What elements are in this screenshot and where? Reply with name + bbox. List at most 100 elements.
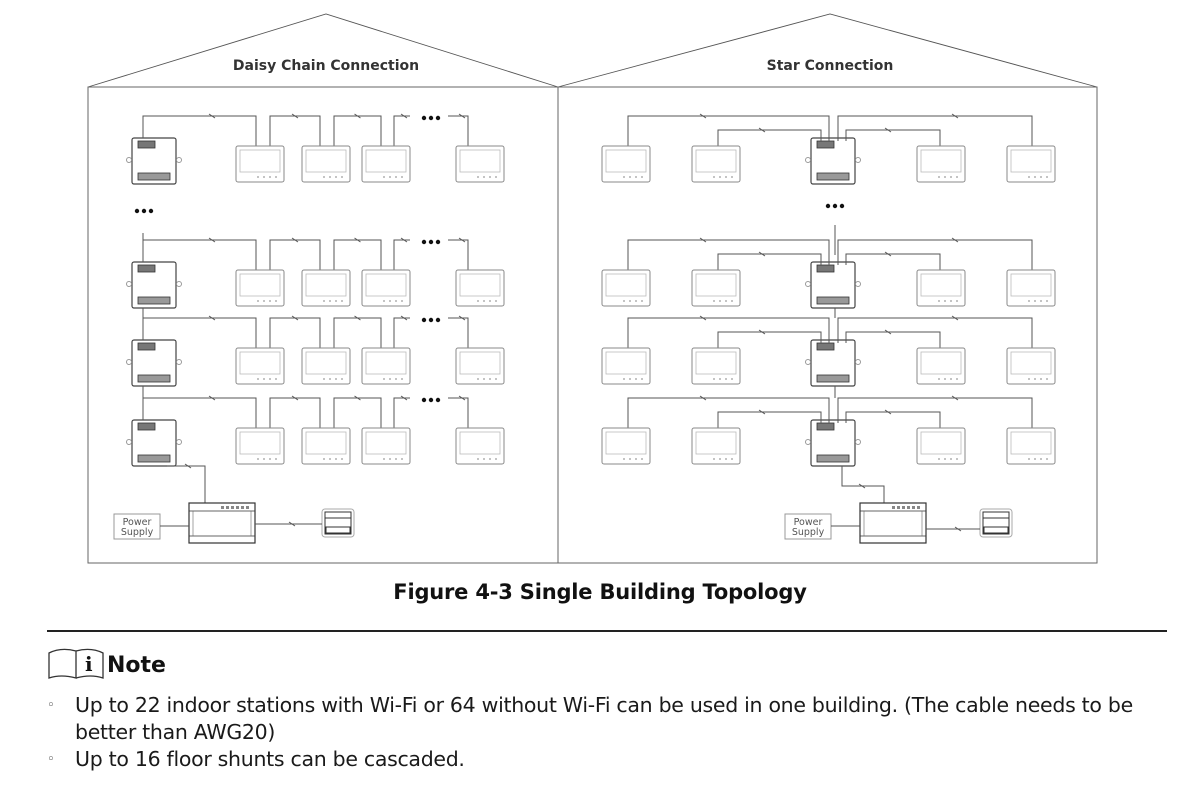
station-button: [731, 458, 733, 460]
building-outline: [87, 13, 1098, 564]
ellipsis-dots: [421, 239, 441, 245]
dot: [435, 317, 441, 323]
dot: [825, 203, 831, 209]
svg-text:i: i: [85, 652, 93, 676]
cable-mark: [954, 526, 962, 532]
cable-mark: [354, 395, 361, 401]
cable: [717, 253, 822, 270]
station-screen: [920, 149, 962, 173]
station-button: [635, 378, 637, 380]
daisy-floor: [126, 113, 505, 185]
station-button: [641, 176, 643, 178]
distributor-port: [912, 506, 915, 509]
shunt-bottom-terminal: [816, 454, 850, 463]
cable: [393, 115, 410, 146]
station-button: [335, 378, 337, 380]
indoor-station: [601, 145, 651, 183]
cable-mark: [951, 113, 959, 119]
station-button: [635, 300, 637, 302]
shunt-bottom-terminal: [137, 296, 171, 305]
cable: [269, 115, 321, 146]
cable-mark: [758, 409, 766, 415]
cable-mark: [699, 237, 707, 243]
station-screen: [305, 149, 347, 173]
station-button: [1040, 300, 1042, 302]
indoor-station: [455, 145, 505, 183]
station-button: [341, 176, 343, 178]
station-button: [323, 378, 325, 380]
station-screen: [239, 273, 281, 297]
indoor-station: [455, 347, 505, 385]
shunt-body: [131, 339, 177, 387]
station-screen: [605, 431, 647, 455]
cable: [837, 317, 1033, 348]
distributor-port: [226, 506, 229, 509]
shunt-mount-hole: [855, 359, 861, 365]
station-button: [383, 176, 385, 178]
station-button: [269, 458, 271, 460]
indoor-station: [691, 427, 741, 465]
note-divider: [47, 630, 1167, 632]
station-screen: [365, 351, 407, 375]
dot: [141, 208, 147, 214]
station-button: [623, 378, 625, 380]
station-button: [956, 458, 958, 460]
indoor-station: [361, 347, 411, 385]
station-button: [275, 300, 277, 302]
cable-mark: [400, 395, 408, 401]
cable-mark: [699, 315, 707, 321]
bullet-icon: ◦: [47, 752, 55, 767]
station-body: [916, 427, 966, 465]
station-button: [489, 378, 491, 380]
cable: [448, 317, 469, 348]
station-button: [719, 300, 721, 302]
cable: [167, 465, 206, 503]
station-screen: [695, 351, 737, 375]
cable-mark: [400, 113, 408, 119]
distributor-port: [892, 506, 895, 509]
station-body: [1006, 145, 1056, 183]
station-body: [601, 427, 651, 465]
station-body: [916, 145, 966, 183]
station-button: [956, 300, 958, 302]
shunt-top-terminal: [137, 140, 156, 149]
station-button: [395, 300, 397, 302]
station-body: [455, 347, 505, 385]
cable: [627, 115, 830, 146]
dot: [421, 239, 427, 245]
note-title: Note: [107, 653, 166, 678]
shunt-top-terminal: [816, 264, 835, 273]
station-screen: [459, 351, 501, 375]
shunt-top-terminal: [137, 422, 156, 431]
station-button: [1046, 458, 1048, 460]
outdoor-station: [321, 508, 355, 538]
cable-mark: [288, 521, 296, 527]
station-body: [916, 269, 966, 307]
station-button: [495, 300, 497, 302]
cable-mark: [458, 237, 466, 243]
shunt-mount-hole: [126, 281, 132, 287]
station-button: [1040, 176, 1042, 178]
shunt-bottom-terminal: [816, 172, 850, 181]
station-screen: [305, 431, 347, 455]
ellipsis-dots: [421, 115, 441, 121]
cable-mark: [951, 237, 959, 243]
cable: [627, 397, 830, 428]
shunt-body: [810, 339, 856, 387]
figure-caption: Figure 4-3 Single Building Topology: [393, 580, 807, 604]
cable: [627, 239, 830, 270]
cable: [333, 115, 382, 146]
cable: [269, 317, 321, 348]
indoor-station: [601, 427, 651, 465]
indoor-station: [235, 145, 285, 183]
power-supply-label: Power: [794, 517, 823, 528]
station-button: [477, 378, 479, 380]
station-button: [323, 458, 325, 460]
power-supply-label: Supply: [121, 527, 154, 538]
shunt-mount-hole: [855, 439, 861, 445]
station-button: [335, 300, 337, 302]
note-item: ◦ Up to 16 floor shunts can be cascaded.: [47, 746, 1177, 773]
shunt-mount-hole: [126, 157, 132, 163]
station-button: [719, 378, 721, 380]
station-screen: [305, 351, 347, 375]
